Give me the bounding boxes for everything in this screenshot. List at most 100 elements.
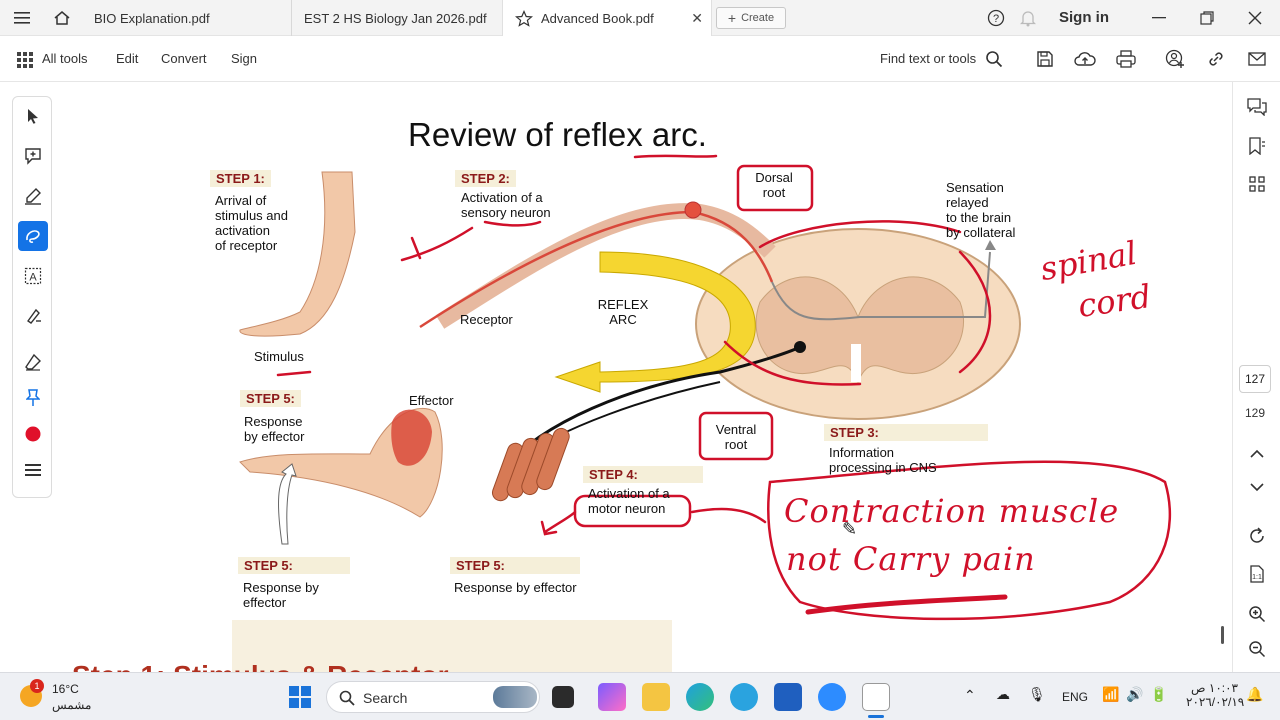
handwriting-not-carry-pain: not Carry pain (786, 540, 1036, 578)
tab-est2-biology[interactable]: EST 2 HS Biology Jan 2026.pdf (292, 0, 502, 36)
minimize-icon[interactable] (1144, 0, 1174, 36)
main-toolbar: All tools Edit Convert Sign Find text or… (0, 36, 1280, 82)
show-hidden-icons-chevron-icon[interactable]: ⌃ (964, 687, 976, 703)
search-icon (339, 690, 355, 706)
apps-grid-icon[interactable] (12, 47, 38, 73)
notifications-center-icon[interactable]: 🔔 (1246, 686, 1264, 702)
convert-menu[interactable]: Convert (161, 51, 207, 66)
fit-page-icon[interactable]: 1:1 (1243, 560, 1271, 588)
copilot-icon[interactable] (598, 683, 626, 711)
microsoft-store-icon[interactable] (774, 683, 802, 711)
tab-label: Advanced Book.pdf (541, 11, 654, 26)
star-icon[interactable] (515, 9, 533, 28)
close-tab-icon[interactable]: ✕ (691, 10, 703, 26)
more-options-icon[interactable] (18, 455, 48, 485)
current-page-value: 127 (1244, 372, 1266, 386)
sign-in-button[interactable]: Sign in (1059, 9, 1109, 26)
pin-icon[interactable] (18, 383, 48, 413)
fill-sign-icon[interactable] (18, 301, 48, 331)
battery-icon[interactable]: 🔋 (1150, 686, 1168, 702)
next-page-icon[interactable] (1243, 473, 1271, 501)
pen-cursor-icon: ✎ (842, 519, 858, 539)
eraser-icon[interactable] (18, 347, 48, 377)
zoom-in-icon[interactable] (1243, 600, 1271, 628)
clock[interactable]: ١٠:٠٣ ص ٢٠٢٦/٠٢/١٩ (1186, 681, 1244, 709)
comments-panel-icon[interactable] (1243, 93, 1271, 121)
weather-widget[interactable]: 16°C مشمس (52, 681, 91, 713)
link-icon[interactable] (1203, 46, 1229, 72)
save-icon[interactable] (1032, 46, 1058, 72)
vertical-scrollbar[interactable] (1221, 626, 1224, 644)
step5a-label: STEP 5: (240, 390, 301, 407)
title-bar: BIO Explanation.pdf EST 2 HS Biology Jan… (0, 0, 1280, 37)
volume-icon[interactable]: 🔊 (1126, 686, 1144, 702)
step5b-label: STEP 5: (238, 557, 350, 574)
edge-browser-icon[interactable] (686, 683, 714, 711)
receptor-label: Receptor (460, 312, 513, 327)
help-icon[interactable]: ? (982, 0, 1010, 36)
file-explorer-icon[interactable] (642, 683, 670, 711)
onedrive-icon[interactable]: ☁ (996, 686, 1010, 702)
all-tools-menu[interactable]: All tools (42, 51, 88, 66)
previous-page-icon[interactable] (1243, 440, 1271, 468)
temperature: 16°C (52, 682, 79, 696)
close-window-icon[interactable] (1240, 0, 1270, 36)
page-number-input[interactable]: 127 (1239, 365, 1271, 393)
print-icon[interactable] (1113, 46, 1139, 72)
share-user-icon[interactable] (1162, 46, 1188, 72)
active-app-indicator (868, 715, 884, 718)
search-label: Search (363, 690, 408, 706)
language-indicator[interactable]: ENG (1062, 690, 1089, 704)
notification-bell-icon[interactable] (1014, 0, 1042, 36)
search-highlight-image (493, 686, 537, 708)
quick-tools-rail: A (12, 96, 52, 498)
svg-text:?: ? (993, 13, 999, 25)
add-comment-icon[interactable] (18, 141, 48, 171)
acrobat-document-icon[interactable] (862, 683, 890, 711)
weather-description: مشمس (52, 698, 92, 712)
taskbar-search[interactable]: Search (326, 681, 540, 713)
upload-cloud-icon[interactable] (1072, 46, 1098, 72)
email-icon[interactable] (1244, 46, 1270, 72)
bookmarks-panel-icon[interactable] (1243, 132, 1271, 160)
rotate-icon[interactable] (1243, 522, 1271, 550)
handwriting-contraction-muscle: Contraction muscle (784, 492, 1120, 530)
highlight-pen-icon[interactable] (18, 181, 48, 211)
tab-advanced-book[interactable]: Advanced Book.pdf ✕ (502, 0, 712, 37)
create-button[interactable]: + Create (716, 7, 786, 29)
search-icon[interactable] (981, 46, 1007, 72)
telegram-icon[interactable] (730, 683, 758, 711)
thumbnails-panel-icon[interactable] (1243, 170, 1271, 198)
svg-text:A: A (29, 272, 37, 284)
zoom-out-icon[interactable] (1243, 635, 1271, 663)
text-box-icon[interactable]: A (18, 261, 48, 291)
tab-bio-explanation[interactable]: BIO Explanation.pdf (82, 0, 292, 36)
restore-icon[interactable] (1192, 0, 1222, 36)
find-text-or-tools[interactable]: Find text or tools (880, 51, 977, 66)
create-label: Create (741, 12, 775, 24)
task-view-icon[interactable] (552, 686, 574, 708)
document-view[interactable]: Review of reflex arc. STEP 1: Arrival of… (0, 82, 1232, 672)
select-cursor-icon[interactable] (18, 101, 48, 131)
freehand-draw-icon[interactable] (18, 221, 48, 251)
color-picker-red-icon[interactable] (18, 419, 48, 449)
zoom-icon[interactable] (818, 683, 846, 711)
microphone-icon[interactable]: 🎙 (1028, 686, 1046, 702)
tab-label: EST 2 HS Biology Jan 2026.pdf (304, 10, 487, 26)
hamburger-menu-icon[interactable] (8, 0, 36, 36)
home-icon[interactable] (48, 0, 76, 36)
next-slide-preview (232, 620, 672, 672)
notification-badge: 1 (30, 679, 44, 693)
wifi-icon[interactable]: 📶 (1102, 686, 1120, 702)
edit-menu[interactable]: Edit (116, 51, 139, 66)
reflex-arc-illustration (239, 154, 1172, 621)
windows-start-icon[interactable] (286, 683, 314, 711)
sign-menu[interactable]: Sign (231, 51, 258, 66)
step5c-text: Response by effector (454, 580, 577, 595)
